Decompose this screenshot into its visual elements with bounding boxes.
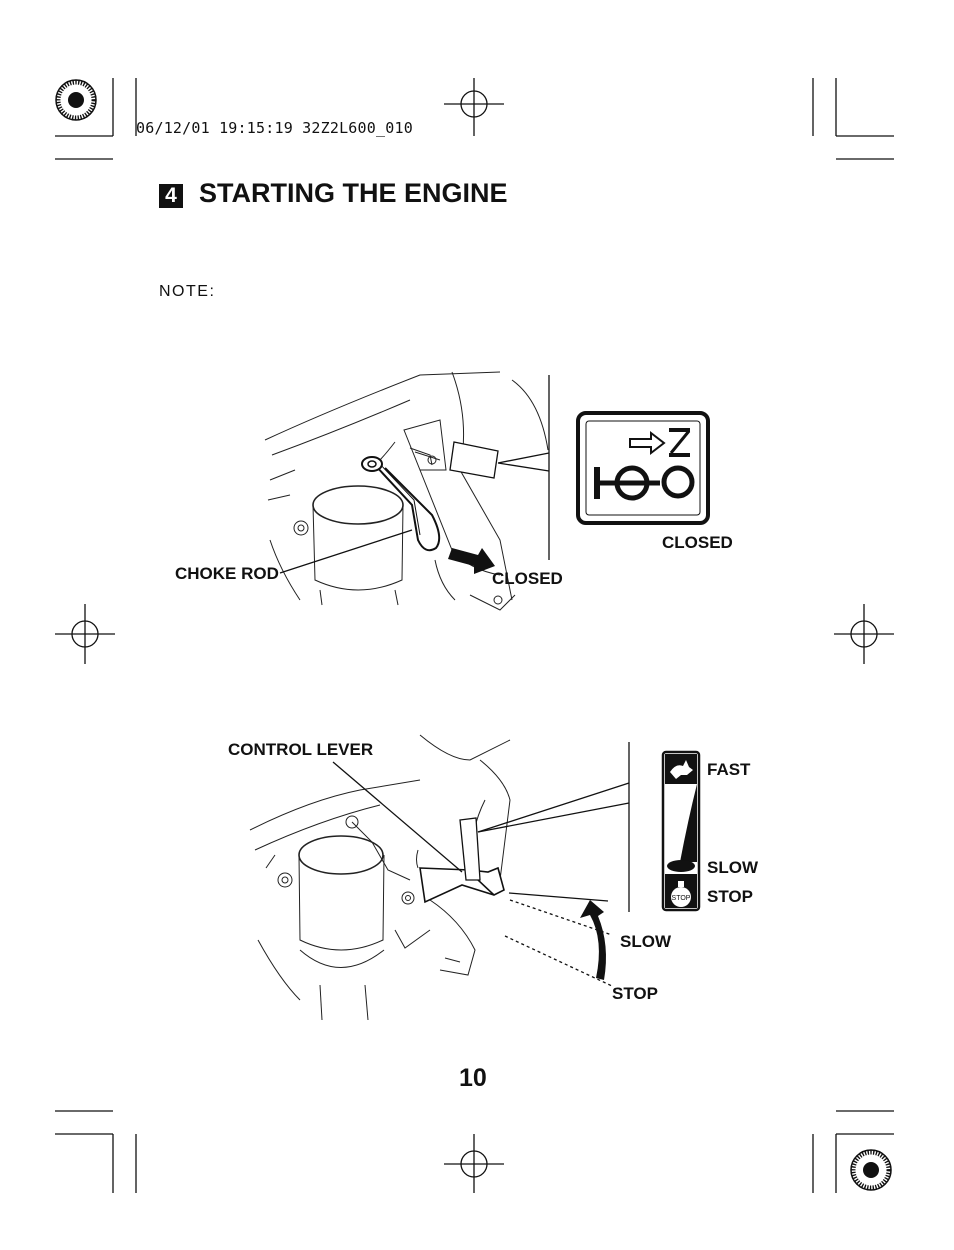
section-number-badge: 4 [159,184,183,208]
starburst-target-bottomright [850,1149,892,1191]
starburst-target-topleft [55,79,97,121]
choke-rod-label: CHOKE ROD [175,564,279,583]
lever-stop-position-label: STOP [612,984,658,1003]
note-label: NOTE: [159,283,216,300]
control-lever-label: CONTROL LEVER [228,740,374,759]
closed-direction-arrow [448,548,495,574]
lever-direction-arrow [580,900,606,980]
gauge-fast-label: FAST [707,760,751,779]
print-timestamp: 06/12/01 19:15:19 32Z2L600_010 [136,119,413,137]
stop-badge-text: STOP [672,895,691,902]
choke-closed-symbol [576,411,710,525]
closed-arrow-label: CLOSED [492,569,563,588]
choke-symbol-closed-label: CLOSED [662,533,733,552]
lever-slow-position-label: SLOW [620,932,671,951]
gauge-stop-label: STOP [707,887,753,906]
page-number: 10 [459,1064,487,1092]
throttle-position-gauge: STOP [661,750,701,912]
gauge-slow-label: SLOW [707,858,758,877]
page-title: STARTING THE ENGINE [199,178,508,208]
